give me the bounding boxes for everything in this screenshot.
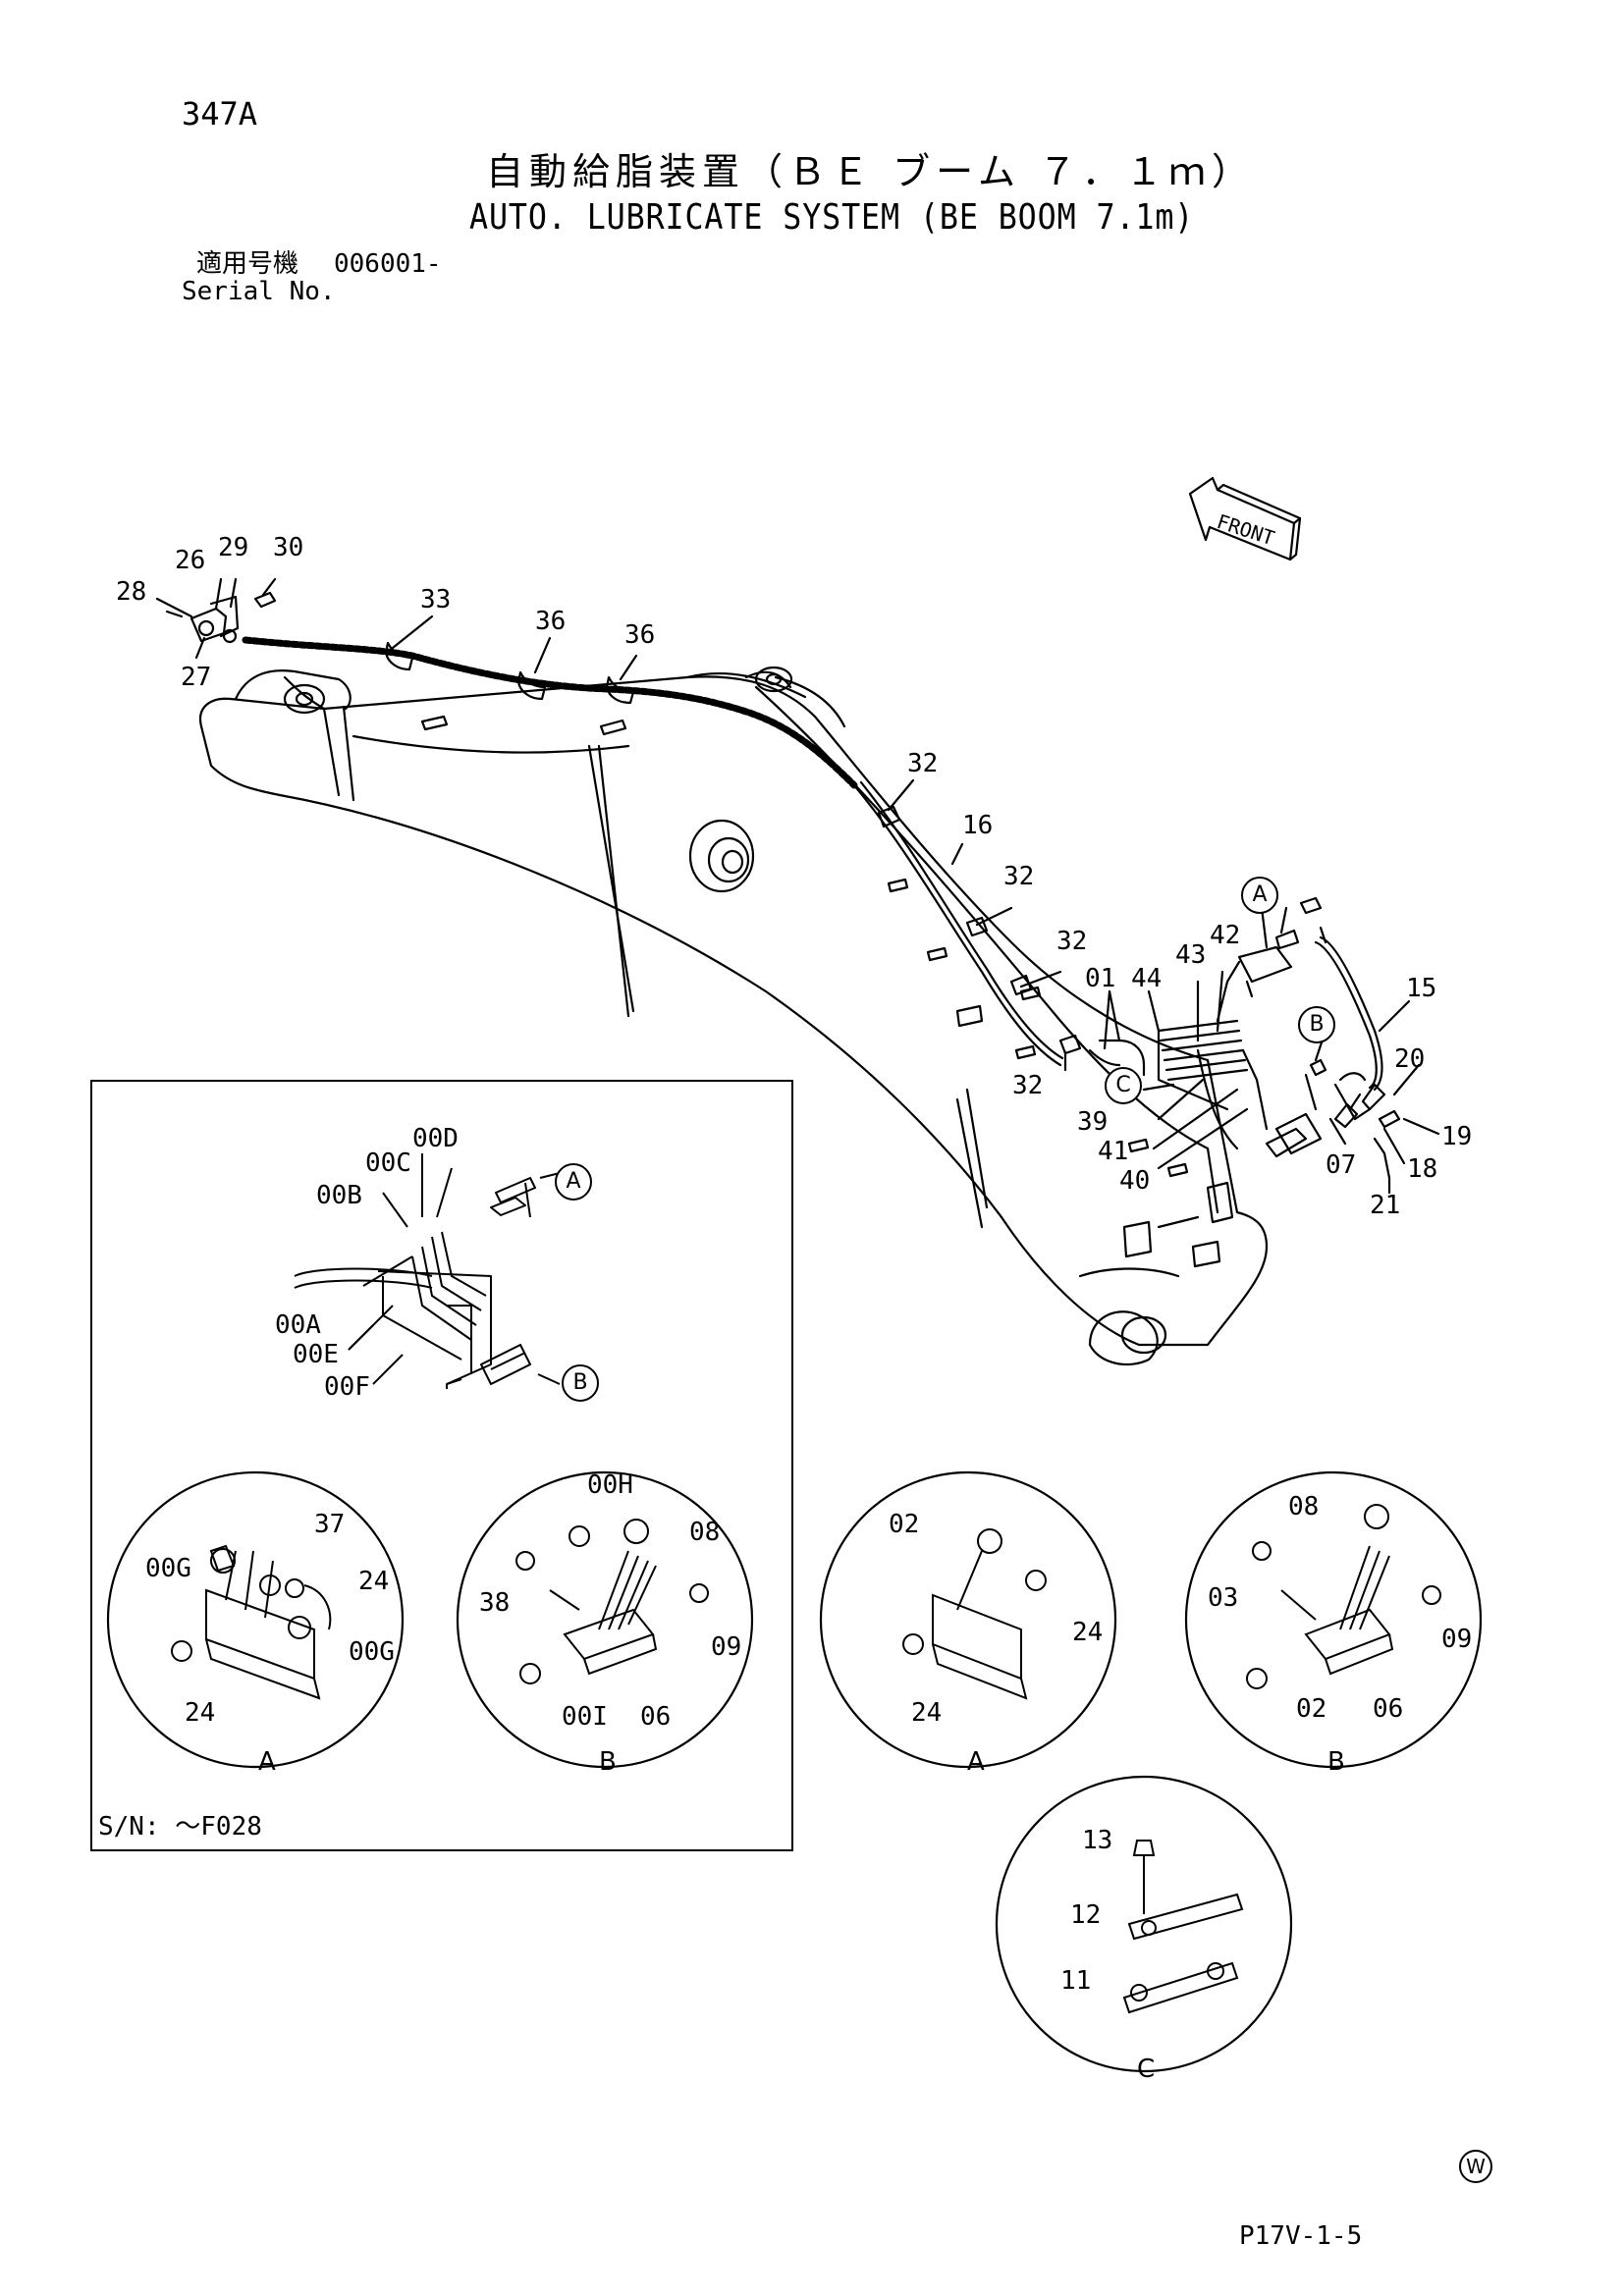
part-label: 32: [1003, 862, 1035, 891]
part-label: 01: [1085, 964, 1116, 993]
detail-a-label: 24: [911, 1698, 943, 1728]
inset-detail-b-label: 38: [479, 1588, 511, 1618]
detail-a-label: 02: [889, 1510, 920, 1539]
detail-b-label: 02: [1296, 1694, 1327, 1724]
part-label: 28: [116, 577, 147, 607]
inset-callout-b: B: [562, 1364, 599, 1402]
inset-serial-note: S/N: ～F028: [98, 1812, 262, 1842]
inset-detail-b-label: 00I: [562, 1702, 608, 1732]
serial-label-english: Serial No.: [182, 277, 336, 306]
part-label: 32: [1056, 927, 1088, 956]
serial-label-japanese: 適用号機: [196, 249, 299, 279]
part-label: 33: [420, 585, 452, 614]
detail-c-caption: C: [1137, 2055, 1156, 2084]
inset-detail-b-circle: [456, 1470, 754, 1769]
part-label: 32: [907, 749, 939, 778]
detail-c-circle: [995, 1775, 1293, 2073]
detail-b-label: 09: [1441, 1625, 1473, 1654]
pipe-16: [852, 783, 1062, 1067]
detail-a-circle: [819, 1470, 1117, 1769]
inset-detail-a-label: 24: [185, 1698, 216, 1728]
inset-detail-b-label: 00H: [587, 1470, 633, 1500]
part-label: 21: [1370, 1191, 1401, 1220]
inset-detail-b-label: 09: [711, 1632, 742, 1662]
serial-value: 006001-: [334, 249, 442, 279]
inset-part-label: 00D: [412, 1124, 459, 1153]
part-label: 30: [273, 533, 304, 562]
boom-tip-pin: [1120, 1315, 1167, 1355]
inset-detail-b-caption: B: [599, 1747, 617, 1777]
inset-detail-a-circle: [106, 1470, 405, 1769]
inset-part-label: 00E: [293, 1340, 339, 1369]
part-label: 19: [1441, 1122, 1473, 1151]
boom-foot-pin: [283, 683, 326, 715]
part-label: 44: [1131, 964, 1163, 993]
title-japanese: 自動給脂装置（ＢＥ ブーム ７．１ｍ）: [486, 150, 1256, 193]
inset-callout-a: A: [555, 1163, 592, 1201]
part-label: 36: [535, 607, 567, 636]
part-label: 20: [1394, 1044, 1426, 1074]
callout-b: B: [1298, 1006, 1335, 1043]
inset-detail-b-label: 06: [640, 1702, 672, 1732]
detail-b-label: 03: [1208, 1583, 1239, 1613]
detail-b-label: 08: [1288, 1492, 1320, 1522]
inset-part-label: 00C: [365, 1148, 411, 1178]
part-label: 32: [1012, 1071, 1044, 1100]
page-code: P17V-1-5: [1239, 2221, 1363, 2251]
part-label: 16: [962, 811, 994, 840]
front-arrow-label: FRONT: [1214, 509, 1277, 550]
part-label: 07: [1326, 1150, 1357, 1180]
inset-part-label: 00B: [316, 1181, 362, 1210]
detail-c-label: 12: [1070, 1900, 1102, 1930]
part-label: 36: [624, 620, 656, 650]
part-label: 27: [181, 663, 212, 692]
detail-a-caption: A: [967, 1747, 985, 1777]
part-label: 43: [1175, 940, 1207, 970]
title-english: AUTO. LUBRICATE SYSTEM (BE BOOM 7.1m): [469, 197, 1195, 238]
part-label: 41: [1098, 1137, 1129, 1166]
part-label: 26: [175, 546, 206, 575]
callout-a: A: [1241, 877, 1278, 914]
part-label: 42: [1210, 921, 1241, 950]
w-mark-icon: W: [1459, 2150, 1492, 2183]
detail-c-label: 11: [1060, 1966, 1092, 1996]
part-label: 29: [218, 533, 249, 562]
hose-33: [242, 636, 858, 789]
part-label: 40: [1119, 1166, 1151, 1196]
inset-detail-b-label: 08: [689, 1518, 721, 1547]
part-label: 15: [1406, 974, 1437, 1003]
inset-detail-a-caption: A: [258, 1747, 276, 1777]
page-number: 347A: [182, 95, 258, 133]
inset-frame: [90, 1080, 793, 1851]
detail-b-label: 06: [1373, 1694, 1404, 1724]
detail-b-circle: [1184, 1470, 1483, 1769]
boom-cylinder-boss: [688, 819, 755, 893]
inset-detail-a-label: 37: [314, 1510, 346, 1539]
part-label: 18: [1407, 1154, 1438, 1184]
front-arrow-icon: [1188, 476, 1302, 561]
inset-detail-a-label: 00G: [349, 1637, 395, 1667]
callout-c: C: [1105, 1067, 1142, 1104]
inset-part-label: 00F: [324, 1372, 370, 1402]
detail-c-label: 13: [1082, 1826, 1113, 1855]
inset-part-label: 00A: [275, 1310, 321, 1340]
part-label: 39: [1077, 1107, 1109, 1137]
inset-detail-a-label: 00G: [145, 1554, 191, 1583]
detail-a-label: 24: [1072, 1618, 1104, 1647]
inset-detail-a-label: 24: [358, 1567, 390, 1596]
detail-b-caption: B: [1327, 1747, 1345, 1777]
